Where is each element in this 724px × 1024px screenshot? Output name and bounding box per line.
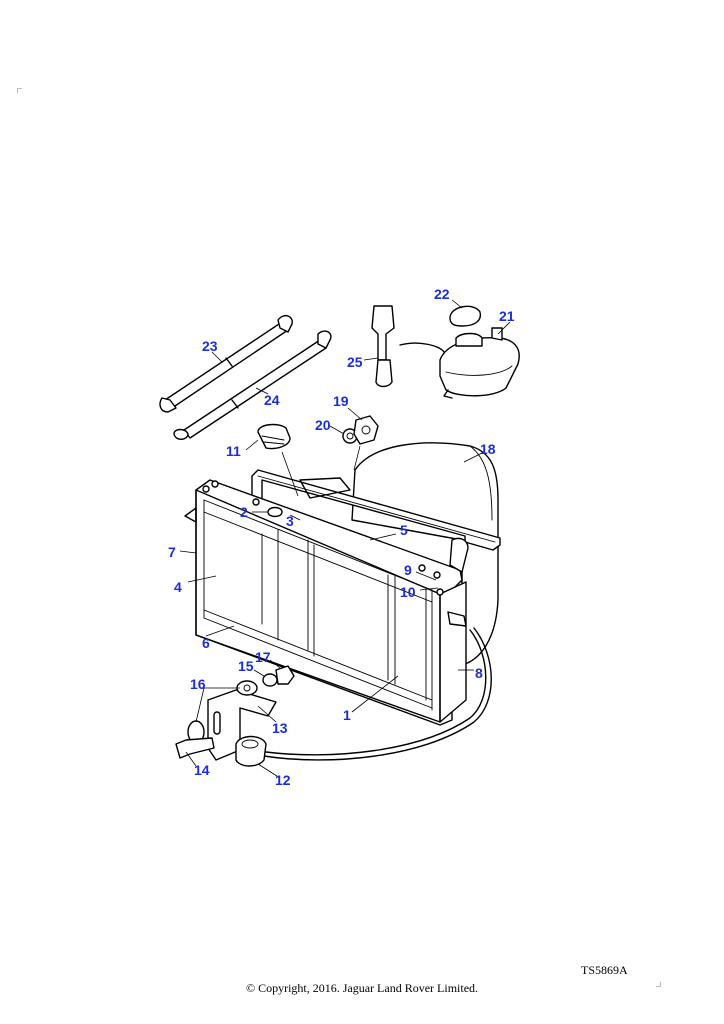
drain-plug <box>257 423 291 450</box>
callout-2: 2 <box>240 504 248 520</box>
rubber-mount <box>235 735 267 767</box>
fan-cowl <box>351 442 499 666</box>
callout-25: 25 <box>347 354 363 370</box>
nut-17 <box>275 665 295 685</box>
callout-16: 16 <box>190 676 206 692</box>
callout-17: 17 <box>255 649 271 665</box>
callout-21: 21 <box>499 308 515 324</box>
callout-1: 1 <box>343 707 351 723</box>
callout-12: 12 <box>275 772 291 788</box>
callout-15: 15 <box>238 658 254 674</box>
expansion-tank <box>399 327 520 399</box>
stay-rod-lower <box>173 330 332 440</box>
coolant-hose <box>265 629 487 756</box>
callout-13: 13 <box>272 720 288 736</box>
leader-lines <box>179 299 511 779</box>
callout-labels: 1 2 3 4 5 6 7 8 9 10 11 12 13 14 15 16 1… <box>168 286 515 788</box>
callout-10: 10 <box>400 584 416 600</box>
copyright-notice: © Copyright, 2016. Jaguar Land Rover Lim… <box>245 981 479 995</box>
callout-23: 23 <box>202 338 218 354</box>
radiator <box>184 479 469 726</box>
callout-24: 24 <box>264 392 280 408</box>
drawing-reference-code: TS5869A <box>581 963 628 977</box>
callout-11: 11 <box>226 443 241 459</box>
bolt-14 <box>175 737 215 759</box>
callout-19: 19 <box>333 393 349 409</box>
callout-20: 20 <box>315 417 331 433</box>
washer-15 <box>262 673 278 687</box>
nut-19 <box>353 415 379 445</box>
callout-4: 4 <box>174 579 182 595</box>
callout-8: 8 <box>475 665 483 681</box>
crop-mark-bottom-right <box>656 982 661 987</box>
stay-rod-upper <box>159 314 293 413</box>
callout-6: 6 <box>202 635 210 651</box>
callout-5: 5 <box>400 522 408 538</box>
crop-mark-top-left <box>17 88 22 93</box>
callout-18: 18 <box>480 441 496 457</box>
callout-3: 3 <box>286 513 294 529</box>
callout-9: 9 <box>404 562 412 578</box>
callout-7: 7 <box>168 544 176 560</box>
temperature-sensor <box>371 305 395 388</box>
callout-14: 14 <box>194 762 210 778</box>
filler-cap <box>449 305 482 327</box>
callout-22: 22 <box>434 286 450 302</box>
